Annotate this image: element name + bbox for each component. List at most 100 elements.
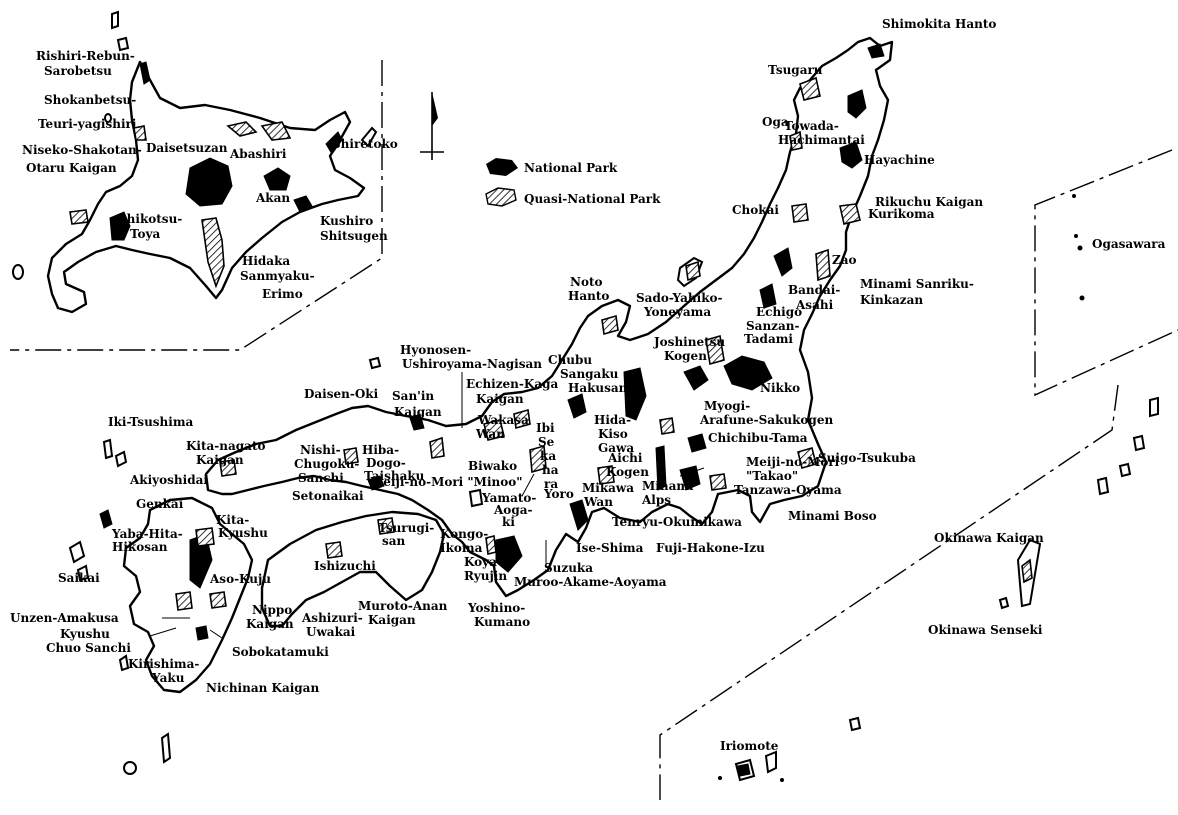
- shikoku-landmass: [260, 510, 446, 628]
- place-label: ha: [542, 463, 559, 477]
- tsugaru-qnp: [799, 76, 821, 101]
- place-label: Arafune-Sakukogen: [699, 413, 833, 427]
- place-label: Yoshino-: [467, 601, 525, 615]
- place-label: Abashiri: [229, 147, 287, 161]
- place-label: Hiba-: [362, 443, 399, 457]
- ogasawara-islands: [1072, 194, 1085, 301]
- place-label: Shikotsu-: [118, 212, 182, 226]
- place-label: Tanzawa-Oyama: [734, 483, 842, 497]
- zao-qnp: [815, 248, 831, 282]
- place-label: Hyonosen-: [400, 343, 471, 357]
- place-label: Kyushu: [60, 627, 110, 641]
- place-label: Iriomote: [720, 739, 779, 753]
- place-label: Mikawa: [582, 481, 634, 495]
- place-label: ka: [540, 449, 556, 463]
- place-label: "Takao": [746, 469, 798, 483]
- tanegashima-island: [160, 732, 172, 764]
- place-label: Oga: [762, 115, 789, 129]
- place-label: Fuji-Hakone-Izu: [656, 541, 765, 555]
- place-label: Toya: [130, 227, 161, 241]
- place-label: Nishi-: [300, 443, 341, 457]
- place-label: Nichinan Kaigan: [206, 681, 319, 695]
- place-label: Hakusan: [568, 381, 628, 395]
- place-label: Hanto: [568, 289, 609, 303]
- place-label: Shokanbetsu-: [44, 93, 136, 107]
- daisen-np: [409, 413, 425, 431]
- hachimantai-np: [839, 141, 863, 169]
- place-label: Genkai: [136, 497, 184, 511]
- map-labels: Shimokita HantoTsugaruOgaTowada-Hachiman…: [10, 17, 1166, 753]
- place-label: Wakasa: [477, 413, 529, 427]
- place-label: Ishizuchi: [314, 559, 376, 573]
- hakusan-np: [567, 393, 587, 419]
- wakasa-qnp: [513, 408, 531, 430]
- kunashiri-island: [360, 126, 378, 148]
- place-label: Hikosan: [112, 540, 168, 554]
- place-label: Echigo: [756, 305, 802, 319]
- place-label: Sanzan-: [746, 319, 799, 333]
- oki-island: [368, 356, 382, 370]
- place-label: Okinawa Senseki: [928, 623, 1043, 637]
- place-label: Nikko: [760, 381, 800, 395]
- place-label: Kiso: [598, 427, 628, 441]
- place-label: Dogo-: [366, 456, 406, 470]
- place-label: Akan: [255, 191, 290, 205]
- ishizuchi-qnp: [325, 541, 343, 559]
- place-label: Suigo-Tsukuba: [818, 451, 916, 465]
- place-label: Chokai: [732, 203, 779, 217]
- tsurugisan-qnp: [377, 517, 395, 535]
- awaji-island: [468, 488, 484, 508]
- place-label: Zao: [832, 253, 857, 267]
- place-label: Muroo-Akame-Aoyama: [514, 575, 667, 589]
- place-label: Yoneyama: [643, 305, 711, 319]
- place-label: Sobokatamuki: [232, 645, 329, 659]
- place-label: Muroto-Anan: [358, 599, 448, 613]
- place-label: Minami Sanriku-: [860, 277, 974, 291]
- place-label: Ryujin: [464, 569, 507, 583]
- place-label: Echizen-Kaga: [466, 377, 558, 391]
- place-label: Hidaka: [242, 254, 290, 268]
- place-label: Yamato-: [481, 491, 536, 505]
- shokanbetsu-qnp: [133, 125, 147, 141]
- chubu-np: [623, 367, 647, 421]
- koshiki-island: [118, 654, 130, 672]
- place-label: Tadami: [744, 332, 793, 346]
- place-label: Chichibu-Tama: [708, 431, 808, 445]
- oga-qnp: [789, 130, 803, 151]
- place-label: Kogen: [664, 349, 707, 363]
- noto-qnp: [601, 314, 619, 336]
- myogi-qnp: [659, 417, 675, 435]
- iki-island: [114, 450, 128, 468]
- aichi-qnp: [597, 465, 615, 485]
- place-label: Ogasawara: [1092, 237, 1166, 251]
- place-label: Kaigan: [246, 617, 294, 631]
- legend-national-park-label: National Park: [524, 161, 618, 175]
- joshinetsu-np: [683, 365, 709, 391]
- rishiri-island: [116, 36, 130, 52]
- place-label: Ushiroyama-Nagisan: [402, 357, 542, 371]
- place-label: Minami: [642, 479, 694, 493]
- place-label: Kaigan: [368, 613, 416, 627]
- place-label: Tsugaru: [768, 63, 823, 77]
- chokai-qnp: [791, 203, 809, 223]
- north-arrow: [420, 92, 444, 160]
- legend-national-park-swatch: [486, 158, 518, 176]
- sobokatamuki-qnp: [209, 591, 227, 609]
- echigo-qnp: [705, 334, 725, 366]
- place-label: Hayachine: [864, 153, 935, 167]
- place-label: Kinkazan: [860, 293, 923, 307]
- kongo-qnp: [485, 535, 497, 555]
- place-label: Rishiri-Rebun-: [36, 49, 135, 63]
- place-label: Tenryu-Okumikawa: [612, 515, 742, 529]
- place-label: Meiji-no-Mori "Minoo": [370, 475, 523, 489]
- place-label: Se: [538, 435, 555, 449]
- okinawa-inset-frame: [659, 384, 1119, 800]
- honshu-landmass: [204, 36, 894, 598]
- biwako-qnp: [529, 444, 547, 474]
- place-label: Unzen-Amakusa: [10, 611, 119, 625]
- place-label: Kushiro: [320, 214, 373, 228]
- place-label: Yaba-Hita-: [111, 527, 183, 541]
- place-label: Chubu: [548, 353, 592, 367]
